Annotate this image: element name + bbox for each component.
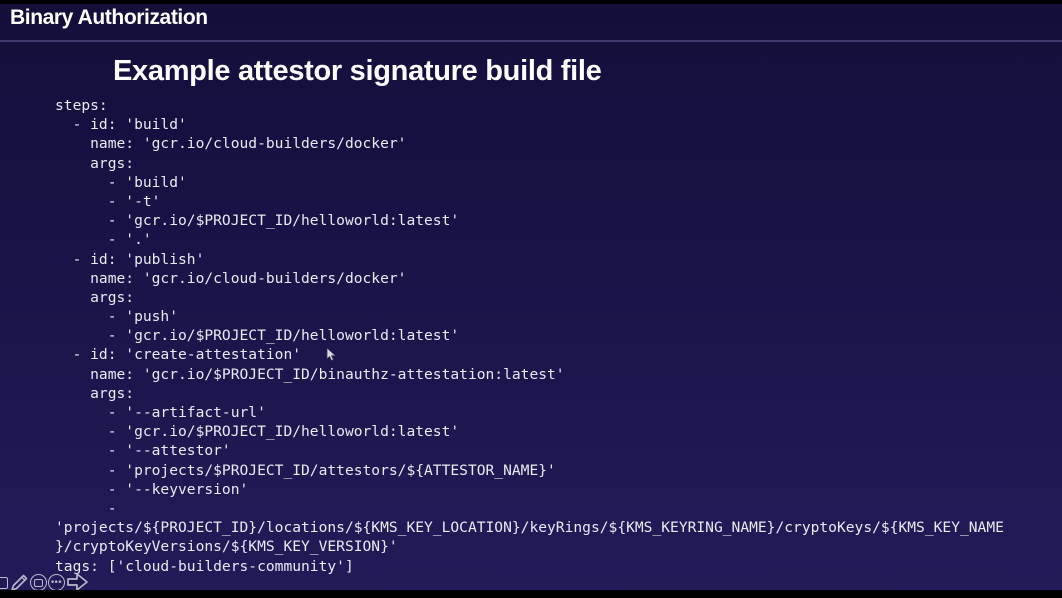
code-line: - 'push' — [55, 308, 179, 326]
mouse-cursor-icon — [326, 347, 337, 362]
slide-background: Binary Authorization Example attestor si… — [0, 4, 1062, 593]
code-line: - id: 'build' — [55, 116, 187, 134]
code-line: name: 'gcr.io/$PROJECT_ID/binauthz-attes… — [55, 365, 565, 383]
yaml-code-block: steps: - id: 'build' name: 'gcr.io/cloud… — [55, 96, 1055, 576]
section-title: Binary Authorization — [10, 6, 208, 29]
header-divider — [0, 40, 1062, 42]
code-line: name: 'gcr.io/cloud-builders/docker' — [55, 135, 407, 153]
next-arrow-icon[interactable] — [66, 571, 90, 593]
bottom-letterbox-bar — [0, 590, 1062, 598]
ellipsis-glyph: ••• — [51, 576, 62, 587]
code-line: - id: 'create-attestation' — [55, 346, 302, 364]
code-line: args: — [55, 154, 135, 172]
code-line: - '.' — [55, 231, 152, 249]
code-line: name: 'gcr.io/cloud-builders/docker' — [55, 269, 407, 287]
code-line: - 'projects/$PROJECT_ID/attestors/${ATTE… — [55, 461, 556, 479]
code-line: - id: 'publish' — [55, 250, 205, 268]
code-line: }/cryptoKeyVersions/${KMS_KEY_VERSION}' — [55, 538, 398, 556]
code-line: tags: ['cloud-builders-community'] — [55, 557, 354, 575]
code-line: steps: — [55, 97, 108, 114]
code-line: 'projects/${PROJECT_ID}/locations/${KMS_… — [55, 519, 1004, 537]
slide-title: Example attestor signature build file — [113, 55, 602, 87]
code-line: - 'gcr.io/$PROJECT_ID/helloworld:latest' — [55, 212, 460, 230]
remote-inner-shape — [34, 578, 43, 587]
more-options-icon[interactable]: ••• — [48, 574, 65, 591]
remote-circle-icon[interactable] — [30, 574, 47, 591]
code-line: - — [55, 499, 117, 517]
code-line: args: — [55, 384, 135, 402]
code-line: - 'gcr.io/$PROJECT_ID/helloworld:latest' — [55, 423, 460, 441]
code-line: - 'build' — [55, 173, 187, 191]
code-line: - '-t' — [55, 192, 161, 210]
code-line: - '--artifact-url' — [55, 404, 266, 421]
code-line: - '--attestor' — [55, 442, 231, 460]
code-line: - '--keyversion' — [55, 480, 249, 498]
top-letterbox-bar — [0, 0, 1062, 4]
pencil-icon[interactable] — [7, 570, 32, 595]
code-line: args: — [55, 288, 135, 306]
clear-square-icon[interactable] — [0, 577, 8, 589]
code-line: - 'gcr.io/$PROJECT_ID/helloworld:latest' — [55, 327, 460, 345]
